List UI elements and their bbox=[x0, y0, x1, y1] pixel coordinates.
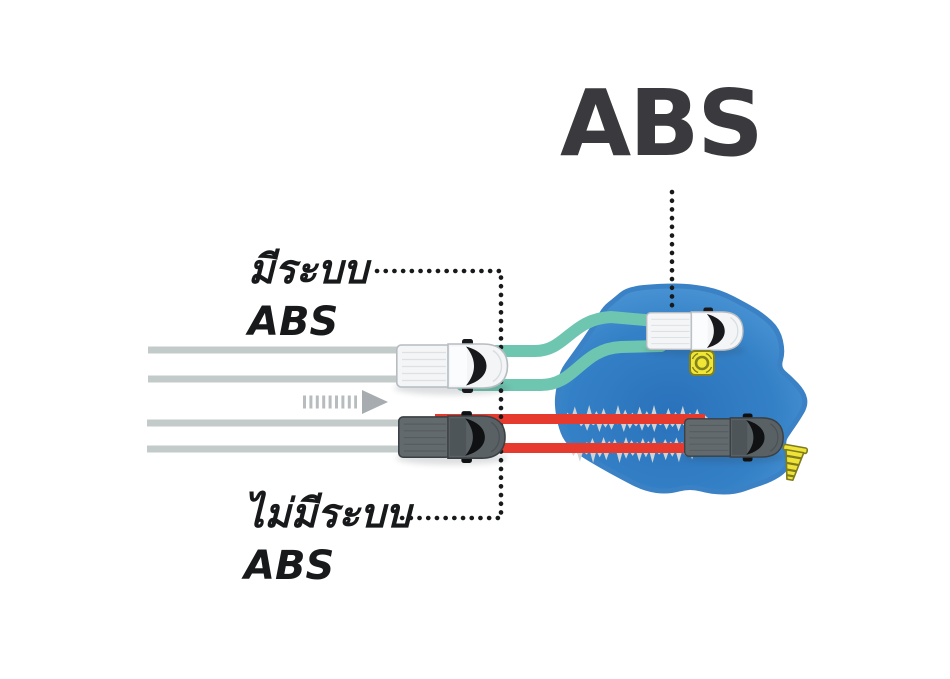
traffic-cone-icon bbox=[782, 443, 809, 482]
label-with-abs-line1: มีระบบ bbox=[248, 247, 369, 293]
abs-braking-tracks bbox=[456, 310, 667, 391]
label-with-abs-line2: ABS bbox=[248, 299, 339, 345]
label-without-abs-line1: ไม่มีระบบ bbox=[244, 491, 411, 537]
label-without-abs: ไม่มีระบบ ABS bbox=[244, 488, 411, 592]
direction-arrow-icon bbox=[303, 390, 388, 414]
abs-sensor-icon bbox=[689, 350, 715, 376]
truck-without-abs bbox=[396, 411, 508, 465]
arrow-head bbox=[362, 390, 388, 414]
abs-track-upper bbox=[456, 310, 662, 357]
abs-track-lower bbox=[456, 340, 667, 391]
label-connector-dots bbox=[374, 268, 504, 521]
truck-with-abs-stopped bbox=[644, 307, 746, 357]
truck-without-abs-skidded bbox=[682, 413, 786, 464]
abs-title: ABS bbox=[560, 70, 764, 177]
label-with-abs: มีระบบ ABS bbox=[248, 244, 368, 348]
truck-with-abs bbox=[394, 339, 510, 395]
label-without-abs-line2: ABS bbox=[244, 543, 335, 589]
